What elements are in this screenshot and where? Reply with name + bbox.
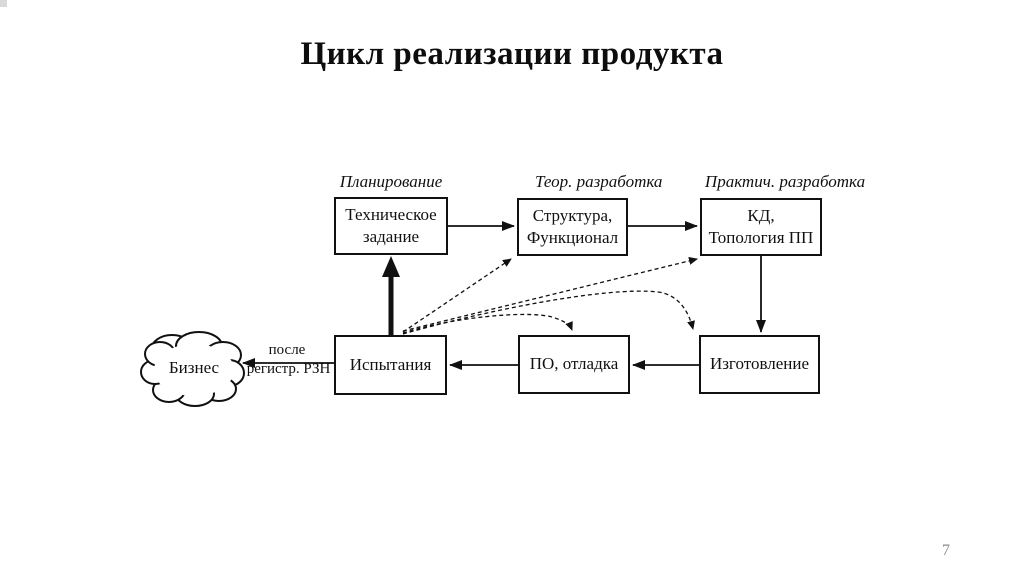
box-tests-line1: Испытания <box>349 354 432 374</box>
box-software-debug: ПО, отладка <box>518 335 630 394</box>
arrow-label-registration: регистр. РЗН <box>246 361 331 377</box>
box-tests: Испытания <box>334 335 447 395</box>
box-structure: Структура, Функционал <box>517 198 628 256</box>
stage-label-theoretical: Теор. разработка <box>535 172 663 191</box>
business-cloud <box>140 331 245 407</box>
arrow-label-after: после <box>268 342 306 358</box>
box-tech-task-line2: задание <box>362 227 420 246</box>
box-tech-task-line1: Техническое <box>345 204 437 224</box>
dashed-arrow-tests-to-manufacturing <box>402 290 695 335</box>
cloud-fill <box>154 344 234 396</box>
stage-label-practical: Практич. разработка <box>704 172 866 191</box>
thick-arrow-head <box>382 256 400 277</box>
box-kd-topology: КД, Топология ПП <box>700 198 822 256</box>
slide-corner-artifact <box>0 0 7 7</box>
business-cloud-label: Бизнес <box>168 358 220 377</box>
stage-label-planning: Планирование <box>339 172 443 191</box>
dashed-arrow-tests-to-structure <box>402 258 512 333</box>
dashed-arrow-tests-to-kd <box>402 257 698 332</box>
dashed-arrow-tests-to-software <box>402 313 573 334</box>
page-number: 7 <box>942 542 950 559</box>
box-manufacturing: Изготовление <box>699 335 820 394</box>
box-kd-topology-line2: Топология ПП <box>708 228 814 247</box>
arrow-tests-to-techtask-thick <box>382 256 400 335</box>
box-structure-line2: Функционал <box>526 228 619 247</box>
box-structure-line1: Структура, <box>532 205 613 225</box>
box-kd-topology-line1: КД, <box>747 205 775 225</box>
box-manufacturing-line1: Изготовление <box>709 354 810 374</box>
box-software-debug-line1: ПО, отладка <box>529 354 619 374</box>
slide-title: Цикл реализации продукта <box>300 36 724 72</box>
box-tech-task: Техническое задание <box>334 197 448 255</box>
